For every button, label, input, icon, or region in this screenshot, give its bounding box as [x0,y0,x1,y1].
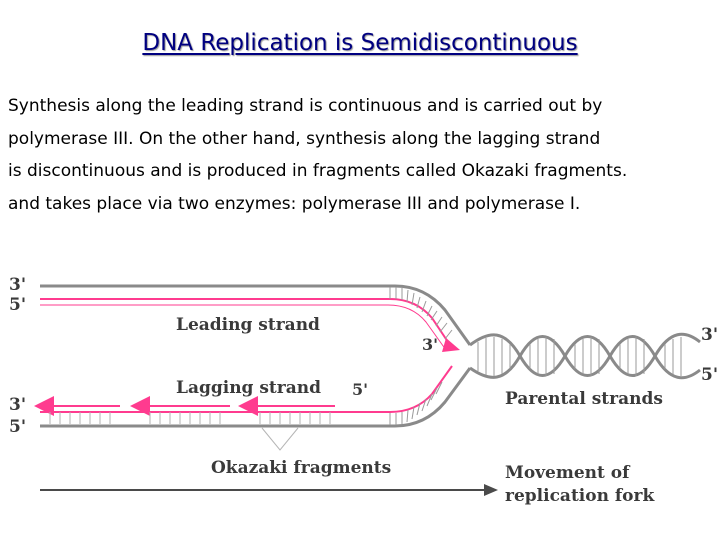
paragraph-line: and takes place via two enzymes: polymer… [8,193,581,214]
parental-double-helix [469,332,701,380]
leading-new-strand-inner [40,304,447,351]
paragraph-line: is discontinuous and is produced in frag… [8,161,628,181]
leading-strand-base-pairs [389,287,453,340]
parental-right-3prime: 3' [701,325,718,345]
left-bottom-3prime: 3' [9,395,26,415]
paragraph-line: polymerase III. On the other hand, synth… [8,128,601,149]
leading-growth-3prime: 3' [422,335,438,354]
leading-strand-label: Leading strand [176,315,320,335]
okazaki-fragment-base-pairs [49,412,331,424]
movement-label-line1: Movement of [505,463,631,483]
helix-base-pairs [477,337,682,376]
leading-strand-arrowhead [442,338,460,352]
movement-label-line2: replication fork [505,486,655,506]
lagging-strand-label: Lagging strand [176,378,321,398]
left-bottom-5prime: 5' [9,417,26,437]
slide-title: DNA Replication is Semidiscontinuous [142,30,578,56]
left-top-3prime: 3' [9,275,26,295]
parental-top-strand [40,284,472,346]
fork-movement-arrowhead [484,484,498,496]
parental-right-5prime: 5' [701,365,718,385]
parental-bottom-strand [40,367,472,428]
okazaki-fragments-label: Okazaki fragments [211,458,391,478]
lagging-strand-base-pairs [389,381,443,425]
lagging-fragment-5prime: 5' [352,380,368,399]
paragraph-line: Synthesis along the leading strand is co… [8,96,603,116]
okazaki-pointer [261,427,299,451]
parental-strands-label: Parental strands [505,389,663,409]
left-top-5prime: 5' [9,295,26,315]
body-paragraph: Synthesis along the leading strand is co… [8,90,708,220]
